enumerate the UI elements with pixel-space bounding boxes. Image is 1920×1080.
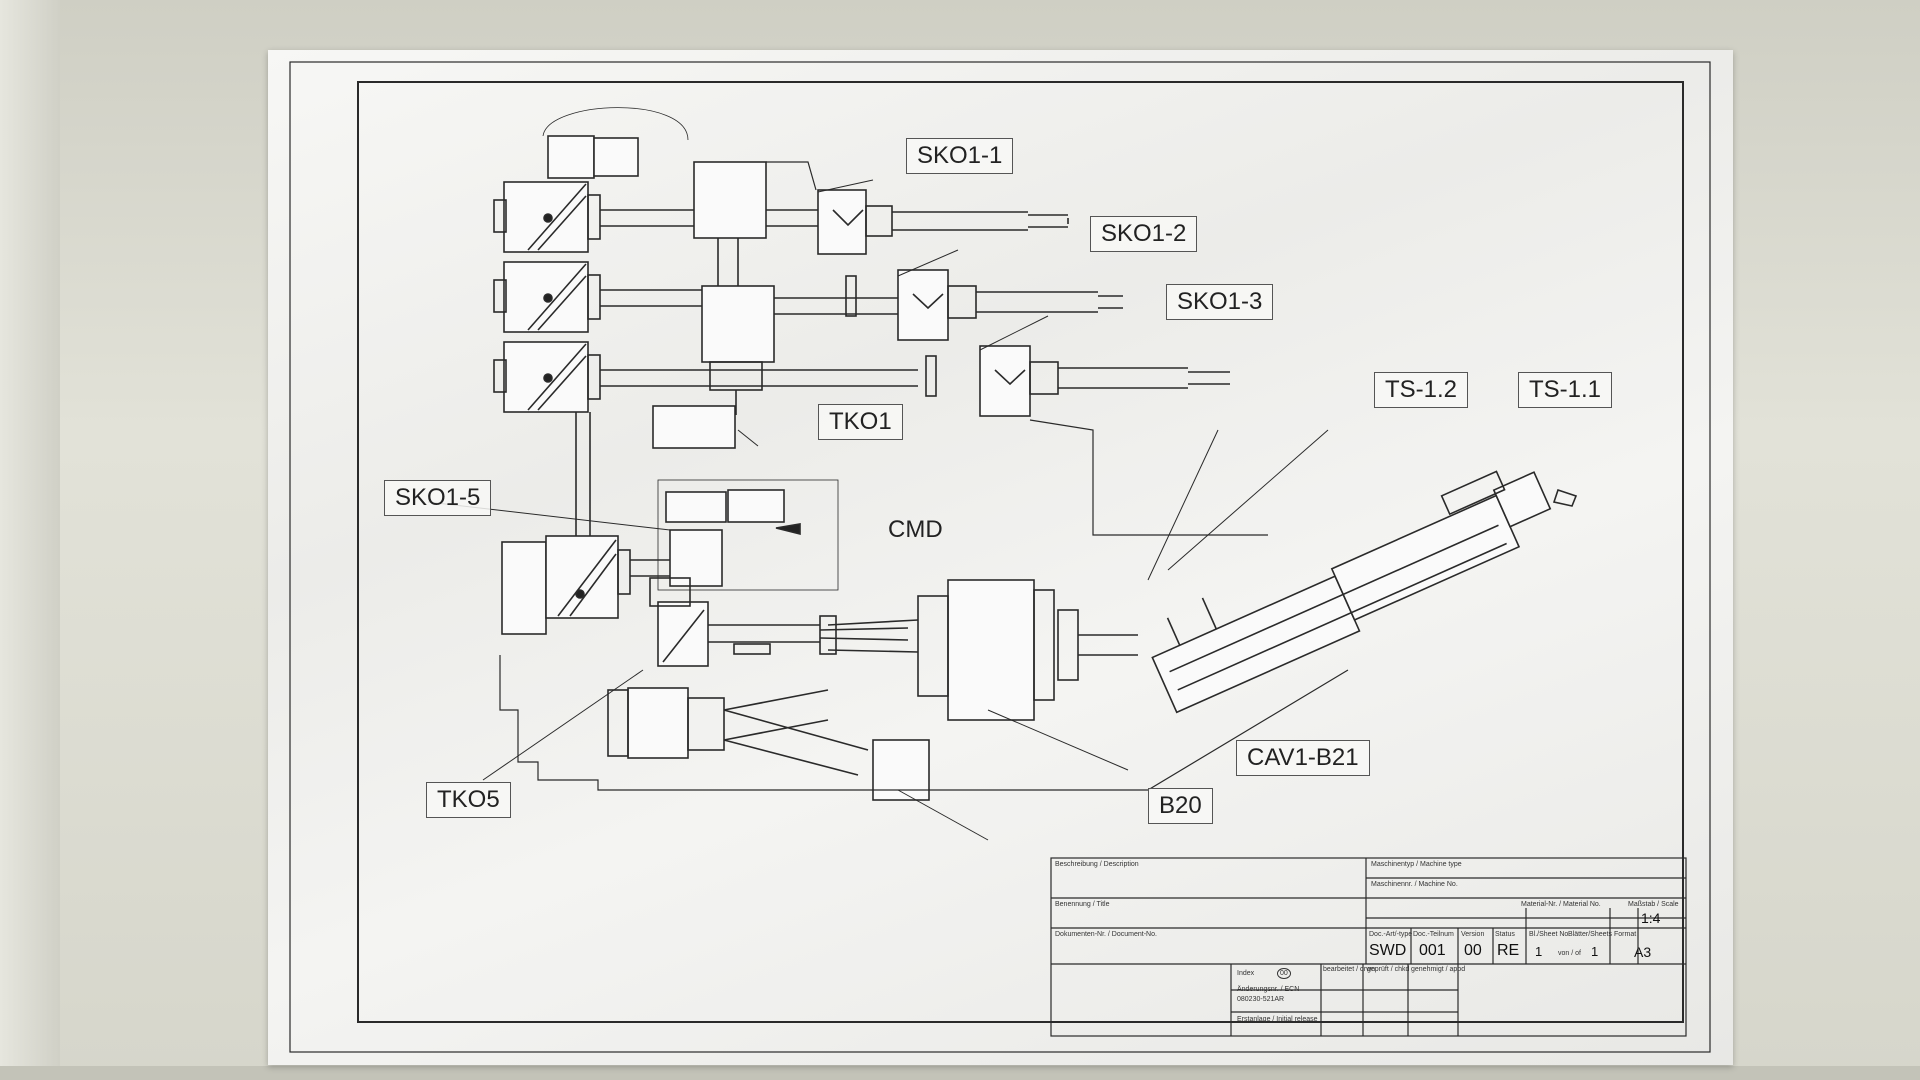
baseboard bbox=[0, 1066, 1920, 1080]
tb-of-label: von / of bbox=[1558, 950, 1581, 957]
outer-frame bbox=[289, 61, 1711, 1053]
tb-sheets-label: Blätter/Sheets bbox=[1568, 931, 1612, 938]
b20-head bbox=[872, 739, 930, 801]
gearbox-middle bbox=[701, 285, 775, 363]
tb-sheets: 1 bbox=[1591, 944, 1599, 959]
tb-checked-label: geprüft / chkd bbox=[1367, 966, 1410, 973]
wall-corner bbox=[0, 0, 60, 1080]
label-cmd: CMD bbox=[888, 516, 943, 543]
spindle-head-2 bbox=[897, 269, 1123, 341]
tb-index-label: Index bbox=[1237, 970, 1255, 977]
tb-initial-label: Erstanlage / Initial release bbox=[1237, 1016, 1318, 1023]
base-outline bbox=[499, 655, 1349, 791]
label-ts-1-2: TS-1.2 bbox=[1374, 372, 1469, 408]
label-ts-1-1: TS-1.1 bbox=[1518, 372, 1613, 408]
tb-format: A3 bbox=[1634, 944, 1652, 960]
tb-version: 00 bbox=[1464, 942, 1482, 959]
tb-scale: 1:4 bbox=[1641, 910, 1661, 926]
tko1-motor bbox=[652, 405, 736, 449]
tb-scale-label: Maßstab / Scale bbox=[1628, 901, 1679, 908]
tb-description-label: Beschreibung / Description bbox=[1055, 861, 1139, 868]
drive-unit-3 bbox=[493, 341, 601, 413]
spindle-head-1 bbox=[817, 189, 1069, 255]
title-block-lines bbox=[1050, 857, 1687, 1037]
top-motor bbox=[547, 135, 595, 179]
spindle-head-3 bbox=[979, 345, 1230, 417]
tb-index: 00 bbox=[1277, 968, 1291, 979]
label-sko1-5: SKO1-5 bbox=[384, 480, 492, 516]
tb-drawn-label: bearbeitet / drwn bbox=[1323, 966, 1376, 973]
technical-drawing bbox=[289, 61, 1711, 1053]
drive-unit-1 bbox=[493, 181, 601, 253]
drawing-sheet: SKO1-1 SKO1-2 SKO1-3 TKO1 SKO1-5 CMD TS-… bbox=[268, 50, 1733, 1065]
tb-doc-type: SWD bbox=[1369, 942, 1407, 959]
tb-sheet-no: 1 bbox=[1535, 944, 1543, 959]
tb-doc-part-label: Doc.-Teilnum bbox=[1413, 931, 1454, 938]
tb-doc-part: 001 bbox=[1419, 942, 1446, 959]
drive-unit-5 bbox=[501, 535, 670, 635]
tb-status-label: Status bbox=[1495, 931, 1515, 938]
tb-sheet-no-label: Bl./Sheet No. bbox=[1529, 931, 1571, 938]
label-b20: B20 bbox=[1148, 788, 1213, 824]
title-block: Beschreibung / Description Maschinentyp … bbox=[1051, 858, 1686, 1036]
label-sko1-2: SKO1-2 bbox=[1090, 216, 1198, 252]
tb-machine-type-label: Maschinentyp / Machine type bbox=[1371, 861, 1462, 868]
lower-gearbox bbox=[627, 687, 689, 759]
gearbox-top bbox=[693, 161, 767, 239]
label-tko1: TKO1 bbox=[818, 404, 903, 440]
tb-approved-label: genehmigt / appd bbox=[1411, 966, 1466, 973]
tb-version-label: Version bbox=[1461, 931, 1485, 938]
tb-machine-no-label: Maschinennr. / Machine No. bbox=[1371, 881, 1458, 888]
tb-material-no-label: Material-Nr. / Material No. bbox=[1521, 901, 1601, 908]
cav1-b21-body bbox=[947, 579, 1035, 721]
tb-status: RE bbox=[1497, 942, 1520, 959]
tb-title-label: Benennung / Title bbox=[1055, 901, 1110, 908]
ts-arm bbox=[1151, 470, 1552, 714]
tb-doc-type-label: Doc.-Art/-type bbox=[1369, 931, 1413, 938]
tko5-head bbox=[657, 601, 709, 667]
tb-ecn: 080230-521AR bbox=[1237, 996, 1285, 1003]
tb-ecn-label: Änderungsnr. / ECN bbox=[1237, 986, 1300, 993]
label-sko1-3: SKO1-3 bbox=[1166, 284, 1274, 320]
label-cav1-b21: CAV1-B21 bbox=[1236, 740, 1370, 776]
tb-document-no-label: Dokumenten-Nr. / Document-No. bbox=[1055, 931, 1157, 938]
cmd-box bbox=[657, 479, 839, 591]
label-tko5: TKO5 bbox=[426, 782, 511, 818]
inner-frame bbox=[357, 81, 1684, 1023]
label-sko1-1: SKO1-1 bbox=[906, 138, 1014, 174]
tb-format-label: Format bbox=[1614, 931, 1637, 938]
drive-unit-2 bbox=[493, 261, 601, 333]
